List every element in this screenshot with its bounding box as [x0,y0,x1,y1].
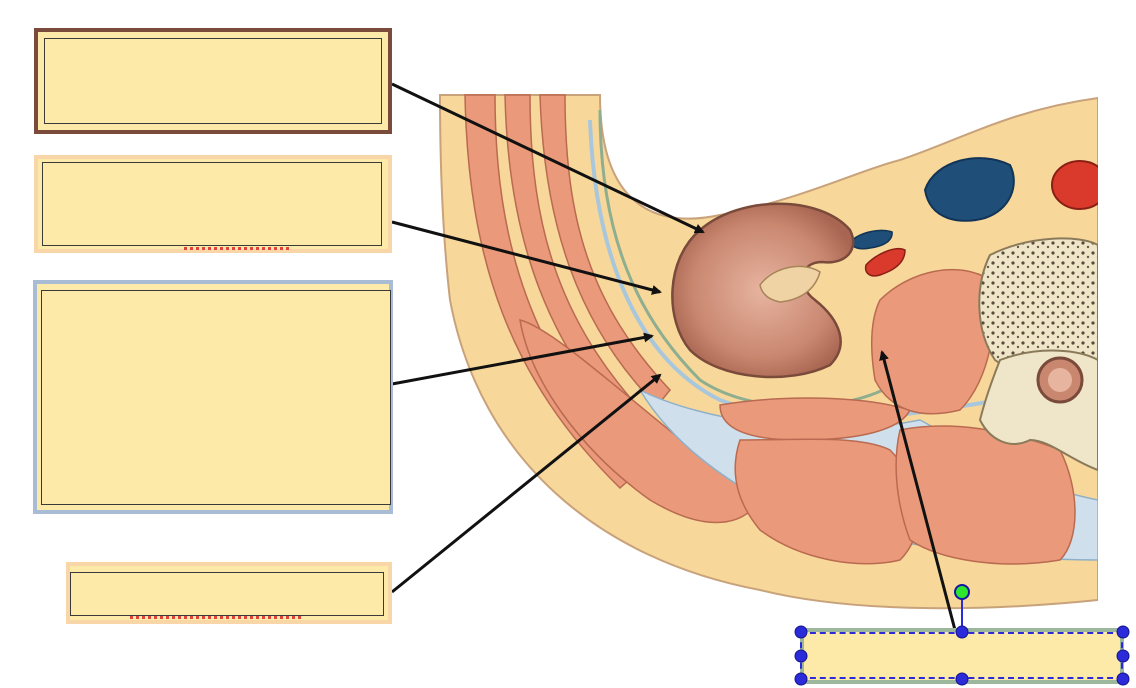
resize-handle-bottom-center[interactable] [955,672,969,686]
aorta [1051,160,1098,210]
psoas-major [870,268,995,415]
abdominal-wall-muscle-inner [539,94,671,408]
latissimus-muscle [519,318,762,524]
renal-artery [864,248,906,277]
arrow-label-5 [879,350,957,631]
label-box-4[interactable] [66,562,392,624]
label-box-1-field[interactable] [44,38,382,124]
resize-handle-middle-right[interactable] [1116,649,1130,663]
label-box-2-field[interactable] [42,162,382,246]
erector-spinae [734,438,919,565]
arrow-label-3 [391,332,654,386]
label-box-4-field[interactable] [70,572,384,616]
resize-handle-top-center[interactable] [955,625,969,639]
multifidus-muscle [895,425,1076,565]
inferior-vena-cava [923,157,1015,222]
anatomy-illustration [438,94,1098,610]
quadratus-lumborum [719,397,912,441]
label-box-5-field[interactable] [808,636,1116,676]
resize-handle-bottom-left[interactable] [794,672,808,686]
label-box-2-spellcheck-mark [184,247,290,250]
renal-vein [849,229,893,250]
label-box-4-spellcheck-mark [130,616,302,619]
arrow-label-1 [391,82,705,234]
label-box-1[interactable] [34,28,392,134]
renal-pelvis [759,265,821,303]
resize-handle-top-left[interactable] [794,625,808,639]
resize-handle-bottom-right[interactable] [1116,672,1130,686]
leader-arrows [391,82,957,631]
arrow-label-4 [391,373,662,594]
label-box-2[interactable] [34,155,392,253]
resize-handle-top-right[interactable] [1116,625,1130,639]
resize-handle-middle-left[interactable] [794,649,808,663]
spinal-cord-center [1048,368,1072,392]
rotate-handle[interactable] [954,584,970,600]
label-box-3[interactable] [33,280,393,514]
selection-rotate-connector [961,592,963,632]
arrow-label-2 [391,220,662,295]
label-box-3-field[interactable] [41,290,391,505]
